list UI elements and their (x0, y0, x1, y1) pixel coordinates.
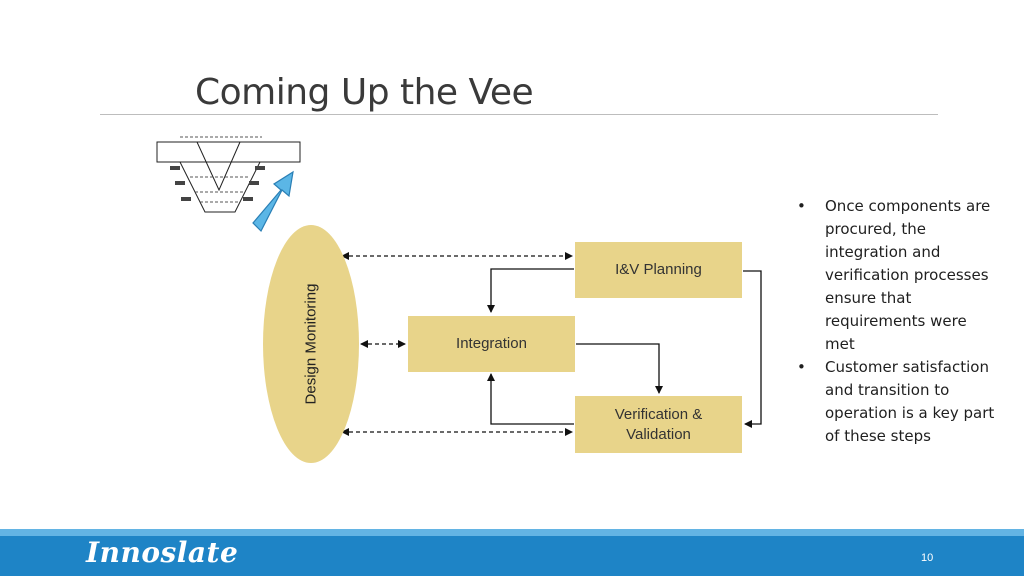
bullet-item: •Once components are procured, the integ… (797, 197, 991, 353)
title-divider (100, 114, 938, 115)
arrow-planning-to-integration (487, 268, 574, 313)
innoslate-logo: Innoslate (86, 536, 239, 569)
bullet-list: •Once components are procured, the integ… (795, 195, 995, 448)
verification-label-line1: Verification & (614, 405, 703, 423)
vee-thumbnail-icon (156, 136, 301, 213)
arrow-planning-to-verification (743, 270, 762, 428)
footer-stripe (0, 529, 1024, 536)
bullet-text: Customer satisfaction and transition to … (825, 358, 995, 445)
iv-planning-label: I&V Planning (615, 261, 702, 278)
arrow-verification-to-integration (487, 373, 574, 425)
page-title: Coming Up the Vee (195, 72, 534, 113)
bullet-text: Once components are procured, the integr… (825, 197, 991, 353)
verification-validation-box: Verification & Validation (575, 396, 742, 453)
integration-box: Integration (408, 316, 575, 372)
design-monitoring-ellipse (263, 225, 359, 463)
footer-bar (0, 529, 1024, 576)
bullet-item: •Customer satisfaction and transition to… (797, 358, 995, 445)
progress-arrow-icon (252, 170, 294, 233)
arrow-integration-to-verification (576, 343, 663, 394)
iv-planning-box: I&V Planning (575, 242, 742, 298)
integration-label: Integration (456, 335, 527, 352)
page-number: 10 (921, 552, 934, 564)
design-monitoring-label: Design Monitoring (302, 283, 320, 405)
verification-label-line2: Validation (626, 425, 691, 443)
